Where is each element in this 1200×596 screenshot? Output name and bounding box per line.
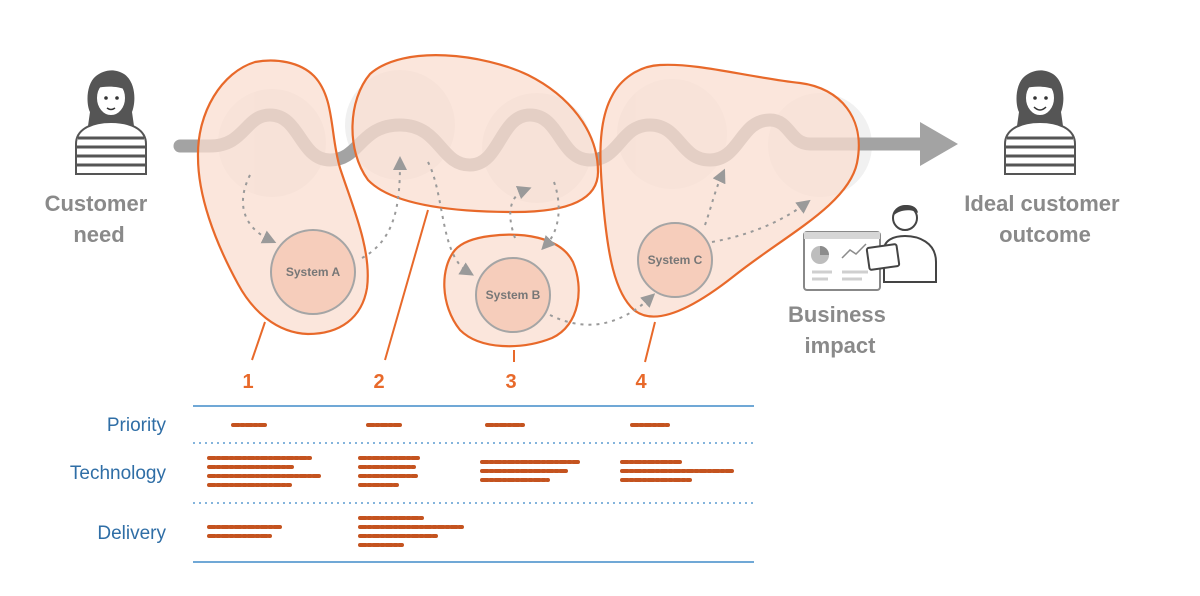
area-2-blob <box>351 54 600 214</box>
business-impact-label: Business impact <box>788 302 892 358</box>
ideal-customer-person-icon <box>1004 70 1076 175</box>
system-a-label: System A <box>286 265 341 279</box>
system-b-label: System B <box>486 288 541 302</box>
area-number-3: 3 <box>505 371 516 393</box>
scribble-delivery-2 <box>358 516 466 547</box>
row-label-priority: Priority <box>107 415 167 436</box>
scribble-cells <box>207 423 734 547</box>
summary-table-lines <box>193 405 754 563</box>
system-b-circle <box>475 257 551 333</box>
area-number-2: 2 <box>373 371 384 393</box>
business-analyst-icon <box>803 205 937 291</box>
row-label-technology: Technology <box>70 463 167 484</box>
scribble-technology-3 <box>480 460 580 482</box>
row-label-delivery: Delivery <box>97 523 166 544</box>
customer-need-label: Customer need <box>45 191 154 247</box>
scribble-technology-1 <box>207 456 322 487</box>
systems: System A System B System C <box>270 222 713 333</box>
scribble-technology-2 <box>358 456 422 487</box>
area-leaders <box>251 209 656 363</box>
area-number-4: 4 <box>635 371 647 393</box>
area-number-1: 1 <box>242 371 253 393</box>
scribble-delivery-1 <box>207 525 284 538</box>
scribble-technology-4 <box>620 460 734 482</box>
customer-person-icon <box>75 70 147 175</box>
system-a-circle <box>270 229 356 315</box>
interaction-arrows <box>241 156 811 326</box>
ideal-customer-outcome-label: Ideal customer outcome <box>964 191 1125 247</box>
system-c-circle <box>637 222 713 298</box>
system-c-label: System C <box>648 253 703 267</box>
flow-labels: Customer need Ideal customer outcome Bus… <box>45 191 1125 358</box>
